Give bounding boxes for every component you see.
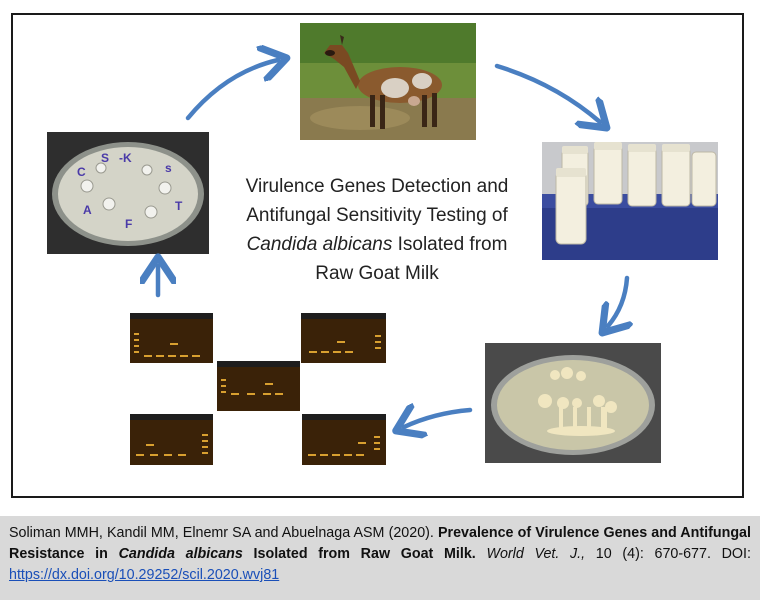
svg-text:-K: -K [119,151,132,165]
citation-journal: World Vet. J., [486,546,586,562]
svg-text:F: F [125,217,132,231]
citation-box: Soliman MMH, Kandil MM, Elnemr SA and Ab… [0,516,760,600]
gel-image-5 [302,414,386,465]
gel-image-1 [130,313,213,363]
doi-link[interactable]: https://dx.doi.org/10.29252/scil.2020.wv… [9,567,280,583]
milk-samples-photo [542,142,718,260]
diagram-title: Virulence Genes Detection and Antifungal… [222,172,532,288]
antifungal-sensitivity-plate-photo: C -K s A T F S [47,132,209,254]
citation-title: Prevalence of Virulence Genes and Antifu… [9,525,751,562]
citation-text: Soliman MMH, Kandil MM, Elnemr SA and Ab… [9,523,751,586]
goat-photo [300,23,476,140]
gel-image-4 [130,414,213,465]
svg-text:s: s [165,161,172,175]
citation-volume: 10 (4): 670-677. DOI: [585,546,751,562]
title-line-2: Antifungal Sensitivity Testing of [246,205,508,226]
gel-image-2 [301,313,386,363]
svg-text:C: C [77,165,86,179]
title-line-3: Candida albicans Isolated from [222,230,532,259]
candida-culture-plate-photo [485,343,661,463]
svg-text:T: T [175,199,183,213]
gel-image-3 [217,361,300,411]
title-line-3-rest: Isolated from [392,234,508,255]
title-line-4: Raw Goat Milk [315,263,439,284]
title-species: Candida albicans [246,234,393,255]
svg-text:A: A [83,203,92,217]
title-line-1: Virulence Genes Detection and [245,176,509,197]
citation-authors: Soliman MMH, Kandil MM, Elnemr SA and Ab… [9,525,438,541]
svg-text:S: S [101,151,109,165]
